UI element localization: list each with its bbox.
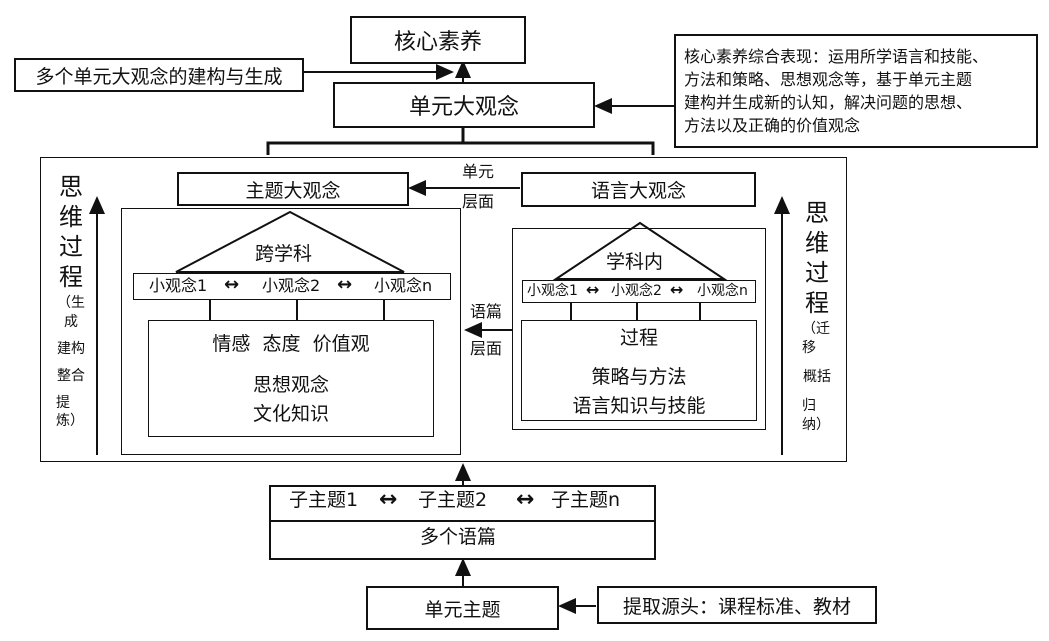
language-ideas-row: 小观念1 ↔ 小观念2 ↔ 小观念n: [522, 280, 756, 303]
language-big-idea-box: 语言大观念: [521, 172, 756, 207]
source-box: 提取源头：课程标准、教材: [597, 586, 877, 624]
language-idea-1: 小观念1: [527, 283, 578, 299]
right-thinking-process: 思 维 过 程: [800, 198, 834, 318]
core-note-line-1: 核心素养综合表现：运用所学语言和技能、: [684, 46, 989, 66]
left-process-note-line: （生: [57, 295, 85, 311]
subtheme-n: 子主题n: [551, 489, 621, 511]
language-idea-2: 小观念2: [611, 283, 662, 299]
theme-inner-frame: [121, 208, 461, 455]
language-skill-label: 语言知识与技能: [572, 395, 706, 417]
theme-values-box: 情感 态度 价值观 思想观念 文化知识: [148, 320, 434, 437]
language-arrow-1: ↔: [586, 280, 600, 299]
core-note-line-4: 方法以及正确的价值观念: [684, 116, 861, 136]
core-note-box: 核心素养综合表现：运用所学语言和技能、 方法和策略、思想观念等，基于单元主题 建…: [674, 34, 1038, 148]
unit-big-idea-box: 单元大观念: [333, 82, 595, 128]
culture-label: 文化知识: [252, 403, 329, 425]
subtheme-arrow-1: ↔: [379, 487, 398, 512]
thoughts-label: 思想观念: [252, 374, 329, 396]
language-idea-n: 小观念n: [697, 283, 748, 299]
right-process-note: （迁移 概括 归纳）: [802, 320, 832, 434]
language-inner-frame: [512, 228, 766, 430]
theme-idea-2: 小观念2: [262, 276, 321, 295]
left-process-note-line: 成: [64, 313, 78, 330]
core-literacy-label: 核心素养: [393, 30, 482, 55]
build-label: 多个单元大观念的建构与生成: [35, 65, 283, 88]
build-box: 多个单元大观念的建构与生成: [14, 58, 304, 92]
right-process-note-line: 概括: [803, 368, 831, 385]
values-label: 情感 态度 价值观: [212, 333, 370, 355]
subtheme-arrow-2: ↔: [516, 487, 535, 512]
core-note-line-3: 建构并生成新的认知，解决问题的思想、: [684, 93, 973, 112]
theme-idea-1: 小观念1: [149, 276, 208, 295]
theme-triangle: [175, 210, 405, 273]
text-level-label-1: 语篇: [470, 302, 503, 321]
unit-theme-box: 单元主题: [366, 586, 559, 630]
right-process-char: 思: [805, 199, 829, 227]
right-process-char: 程: [805, 289, 829, 317]
right-process-char: 过: [805, 259, 829, 287]
texts-label: 多个语篇: [420, 526, 497, 548]
left-process-char: 维: [59, 203, 83, 231]
main-frame: [40, 157, 847, 462]
right-process-note-line: （迁移: [802, 321, 830, 356]
left-process-char: 程: [59, 263, 83, 291]
theme-idea-n: 小观念n: [374, 276, 433, 295]
theme-arrow-1: ↔: [224, 274, 240, 295]
unit-level-label-1: 单元: [462, 162, 495, 181]
theme-arrow-2: ↔: [337, 274, 353, 295]
process-label: 过程: [619, 327, 658, 349]
theme-big-idea-label: 主题大观念: [245, 179, 341, 202]
right-process-note-line: 归纳）: [802, 397, 830, 433]
left-process-note: （生 成 建构 整合 提炼）: [56, 294, 86, 431]
source-label: 提取源头：课程标准、教材: [622, 595, 851, 618]
core-note-line-2: 方法和策略、思想观念等，基于单元主题: [684, 69, 973, 89]
language-process-box: 过程 策略与方法 语言知识与技能: [521, 320, 757, 421]
language-big-idea-label: 语言大观念: [590, 180, 686, 202]
subtheme-2: 子主题2: [418, 489, 488, 511]
left-process-char: 过: [59, 233, 83, 261]
language-triangle: [552, 221, 728, 280]
unit-theme-label: 单元主题: [424, 598, 501, 621]
within-discipline-label: 学科内: [606, 251, 664, 273]
left-process-note-line: 建构: [57, 340, 85, 357]
theme-big-idea-box: 主题大观念: [177, 172, 409, 206]
theme-ideas-row: 小观念1 ↔ 小观念2 ↔ 小观念n: [133, 273, 451, 300]
left-process-char: 思: [59, 173, 83, 201]
subthemes-texts-box: [269, 485, 656, 560]
unit-level-label-2: 层面: [462, 192, 495, 211]
brace: [266, 141, 655, 155]
strategy-label: 策略与方法: [591, 366, 687, 388]
core-literacy-box: 核心素养: [350, 16, 526, 64]
left-thinking-process: 思 维 过 程: [54, 172, 88, 292]
text-level-label-2: 层面: [470, 339, 503, 358]
subtheme-1: 子主题1: [289, 489, 359, 511]
cross-discipline-label: 跨学科: [255, 243, 313, 265]
left-process-note-line: 提炼）: [56, 394, 84, 430]
language-arrow-2: ↔: [670, 280, 684, 299]
unit-big-idea-label: 单元大观念: [408, 95, 519, 120]
right-process-char: 维: [805, 229, 829, 257]
left-process-note-line: 整合: [57, 367, 85, 384]
